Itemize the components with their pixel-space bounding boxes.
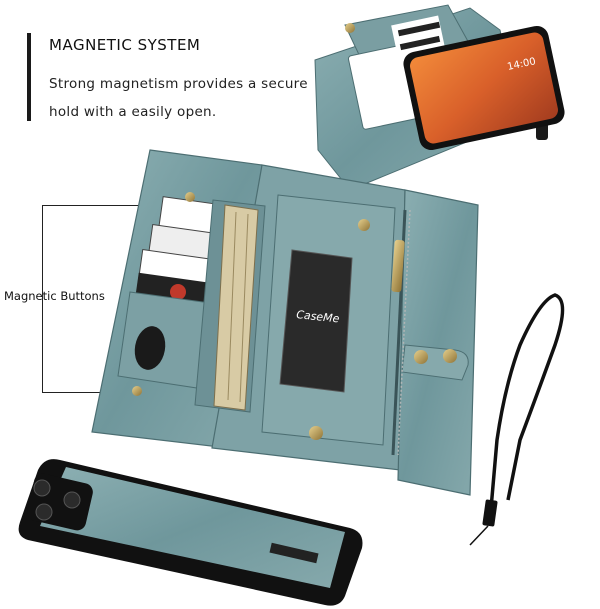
phone-case-back [18, 459, 363, 606]
brand-logo: CaseMe [296, 308, 341, 325]
feature-title: MAGNETIC SYSTEM [49, 36, 201, 54]
phone-screen: 14:00 [403, 25, 565, 151]
accent-bar [27, 33, 31, 121]
feature-description: Strong magnetism provides a secure hold … [49, 76, 308, 120]
callout-bracket [42, 205, 135, 393]
open-wallet: CaseMe [91, 149, 479, 496]
callout-label: Magnetic Buttons [4, 289, 105, 303]
wrist-strap [469, 293, 565, 546]
